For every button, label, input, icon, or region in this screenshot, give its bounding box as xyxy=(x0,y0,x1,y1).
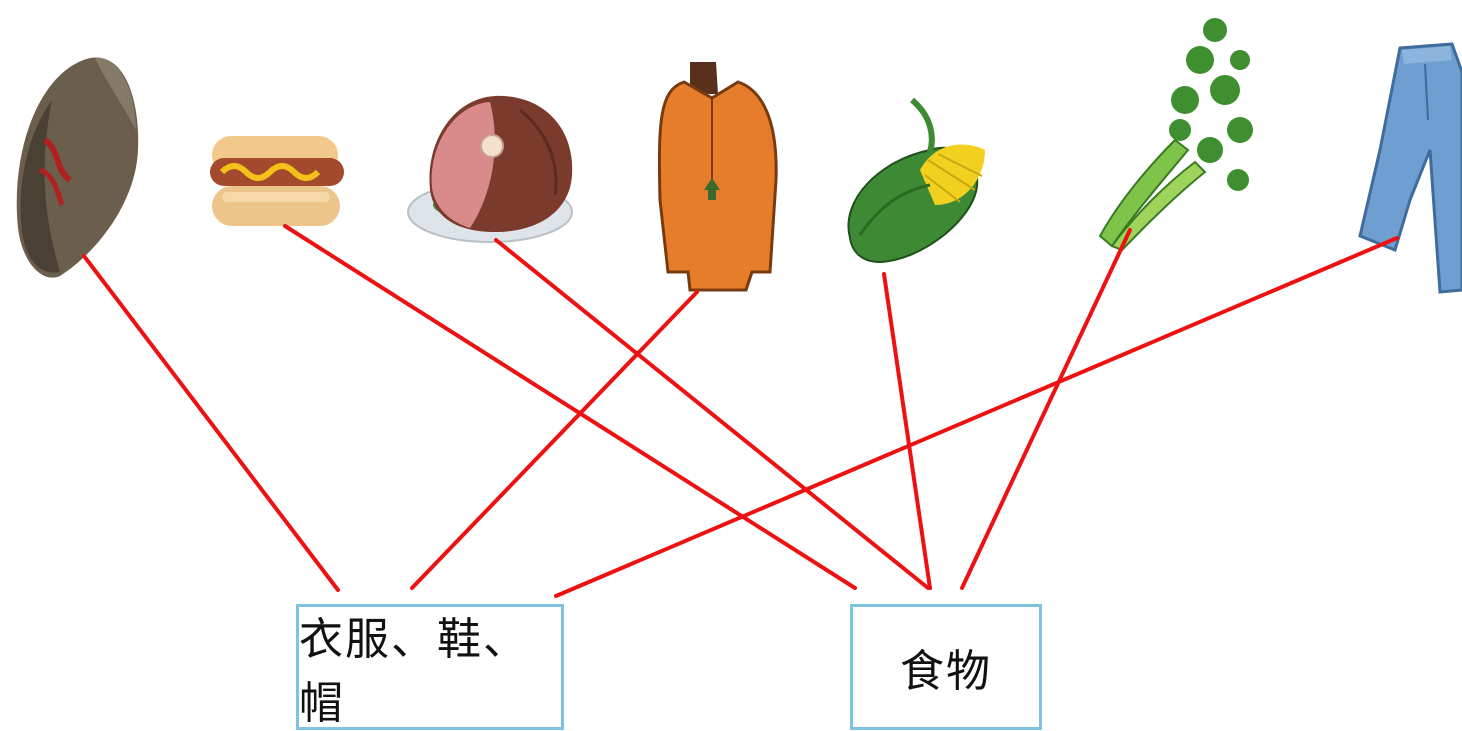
line-coat-to-clothes xyxy=(410,290,699,590)
cap-icon xyxy=(16,57,139,278)
line-jeans-to-clothes xyxy=(554,236,1399,598)
ham-icon xyxy=(407,95,573,243)
celery-icon xyxy=(1098,18,1253,252)
food-category-label: 食物 xyxy=(900,646,992,697)
jeans-icon xyxy=(1358,42,1462,294)
clothes-category-label: 衣服、鞋、帽 xyxy=(299,614,529,729)
hotdog-icon xyxy=(210,136,344,226)
line-hotdog-to-food xyxy=(283,224,857,590)
clothes-category-box: 衣服、鞋、帽 xyxy=(296,604,564,730)
line-ham-to-food xyxy=(494,238,930,590)
corn-icon xyxy=(847,97,985,264)
line-celery-to-food xyxy=(960,228,1132,590)
line-cap-to-clothes xyxy=(82,254,340,592)
coat-icon xyxy=(657,62,778,292)
food-category-box: 食物 xyxy=(850,604,1042,730)
line-corn-to-food xyxy=(882,272,932,590)
